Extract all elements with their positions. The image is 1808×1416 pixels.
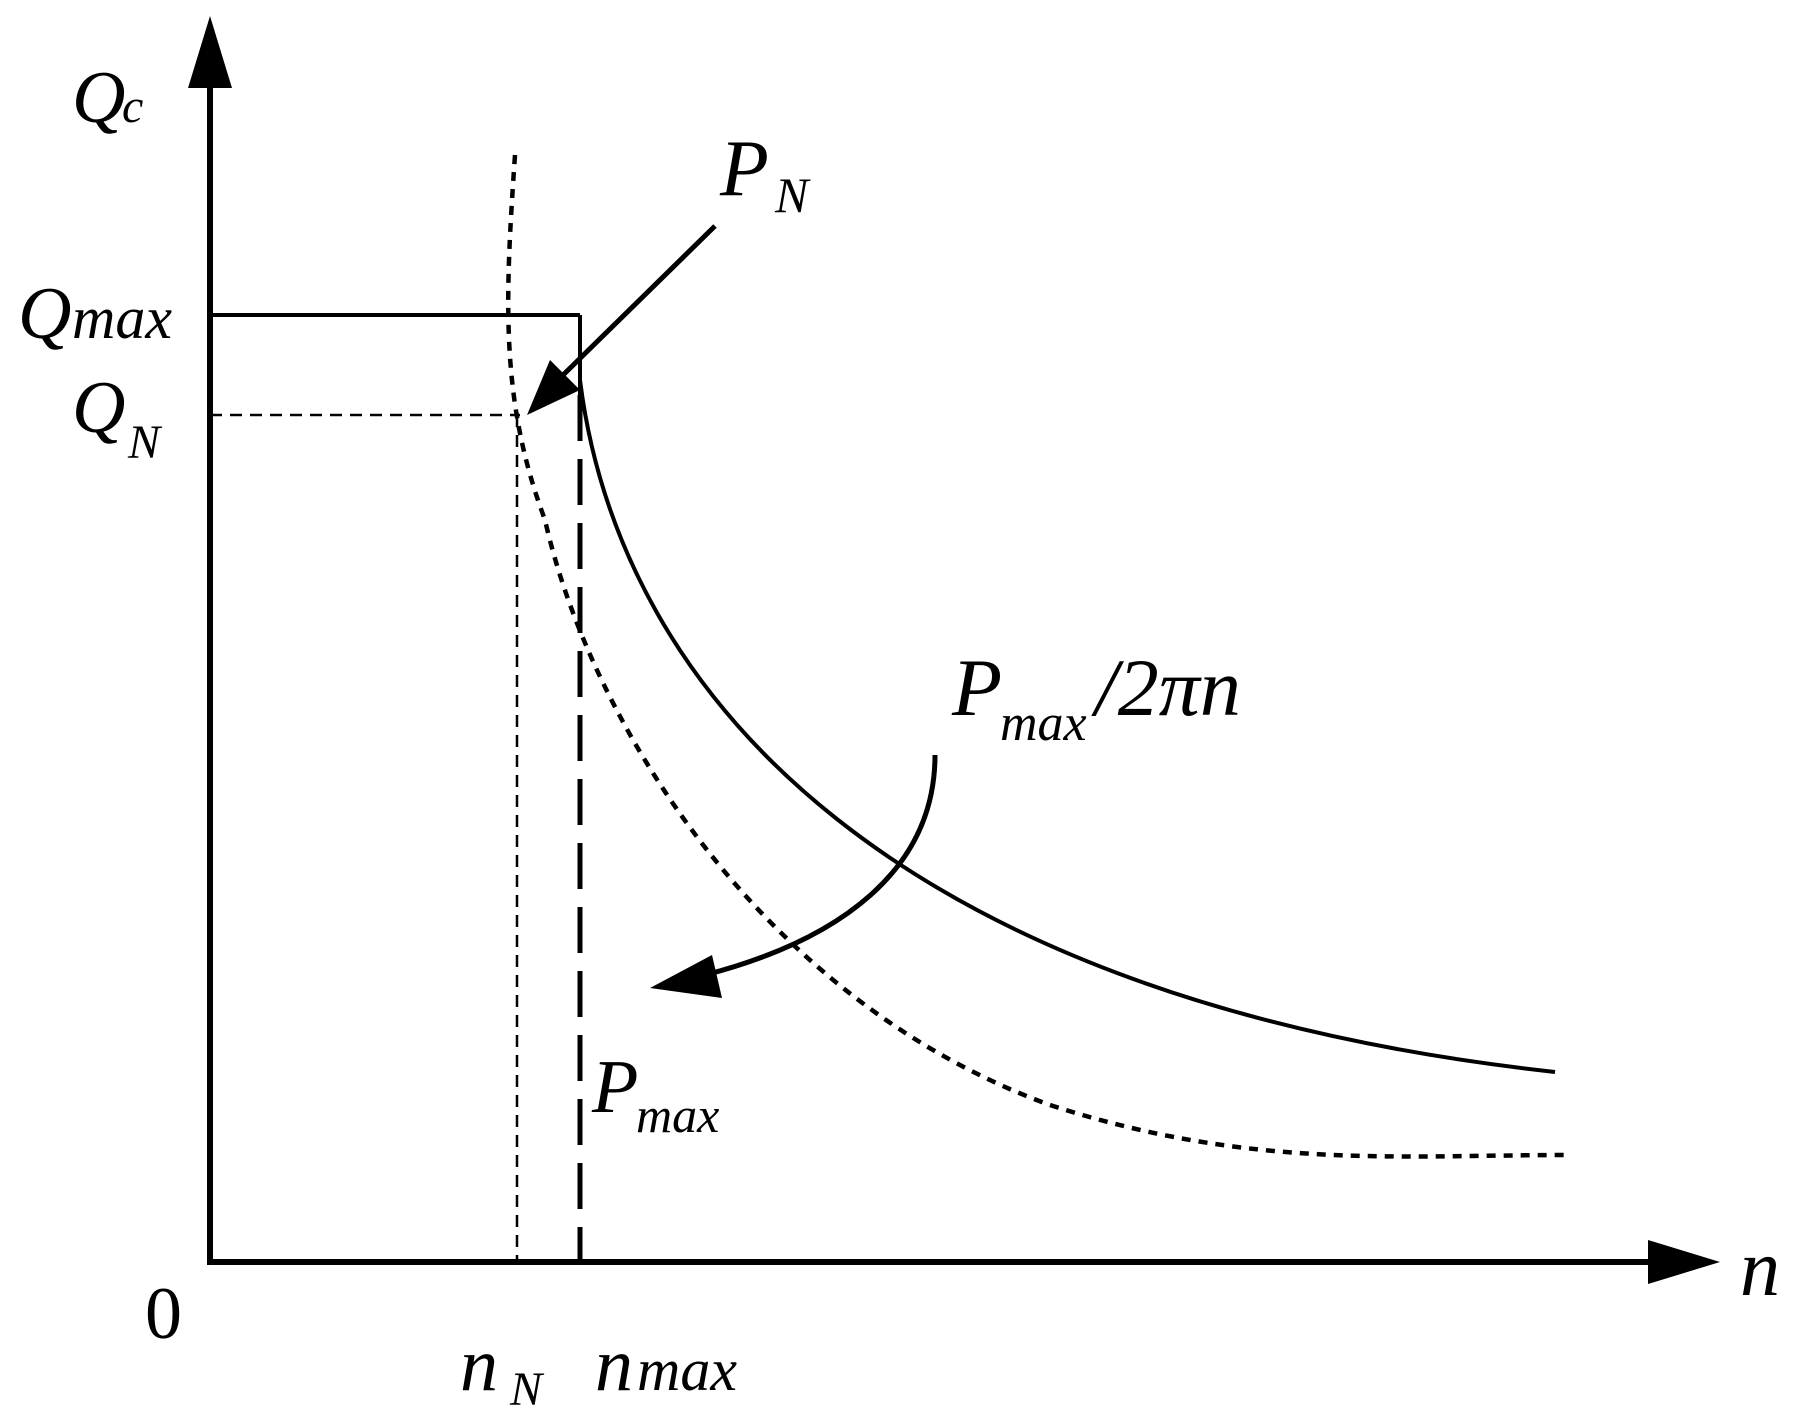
- pmax2pi-label-rest: /2πn: [1091, 642, 1241, 733]
- y-axis-label-sub: c: [122, 80, 143, 133]
- pmax2pi-label-sub: max: [1000, 695, 1087, 752]
- qmax-label-sub: max: [72, 285, 172, 351]
- pmax2pi-label-main: P: [951, 642, 1002, 733]
- nmax-tick-label: n max: [595, 1323, 737, 1407]
- y-axis-arrowhead: [188, 16, 232, 88]
- pn-hyperbola-dotted-curve: [506, 154, 1571, 1159]
- pmax2pi-annotation: P max /2πn: [951, 642, 1241, 752]
- pn-label-main: P: [719, 125, 769, 213]
- nn-tick-label: n N: [460, 1323, 545, 1416]
- pmax-hyperbola-curve: [578, 379, 1556, 1074]
- nn-label-sub: N: [509, 1363, 545, 1416]
- nn-label-main: n: [460, 1323, 498, 1407]
- origin-label: 0: [145, 1273, 182, 1355]
- pmax-label-sub: max: [636, 1087, 719, 1143]
- qmax-tick-label: Q max: [18, 273, 172, 355]
- nmax-label-sub: max: [637, 1337, 737, 1403]
- y-axis-label: Q c: [72, 57, 143, 139]
- nmax-label-main: n: [595, 1323, 633, 1407]
- qn-label-main: Q: [72, 367, 125, 449]
- x-axis-arrowhead: [1648, 1240, 1720, 1284]
- pn-arrow-shaft: [558, 224, 717, 380]
- qmax-label-main: Q: [18, 273, 71, 355]
- qn-label-sub: N: [127, 416, 163, 469]
- pn-annotation: P N: [719, 125, 811, 223]
- pmax2pi-arrow-head: [650, 955, 722, 998]
- pmax-label-main: P: [591, 1045, 638, 1129]
- y-axis-label-main: Q: [72, 57, 125, 139]
- pmax-annotation: P max: [591, 1045, 719, 1143]
- pn-arrow-head: [527, 360, 580, 415]
- pmax2pi-arrow-shaft: [704, 754, 938, 978]
- pn-label-sub: N: [774, 167, 811, 223]
- qn-tick-label: Q N: [72, 367, 163, 469]
- x-axis-label: n: [1740, 1225, 1780, 1313]
